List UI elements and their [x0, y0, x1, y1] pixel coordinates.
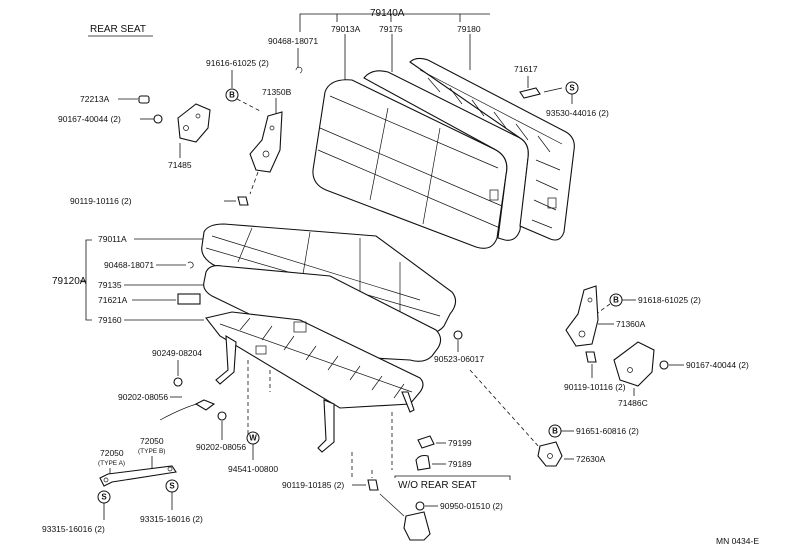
washer-a	[194, 399, 216, 411]
footer-code: MN 0434-E	[716, 536, 759, 546]
label-71360A: 71360A	[616, 319, 646, 329]
label-90523-06017: 90523-06017	[434, 354, 484, 364]
label-90119-10116-left: 90119-10116 (2)	[70, 196, 132, 206]
label-90119-10185: 90119-10185 (2)	[282, 480, 344, 490]
label-72213A: 72213A	[80, 94, 110, 104]
part-79199	[417, 435, 435, 449]
marker-S-text: S	[169, 482, 175, 491]
label-79175: 79175	[379, 24, 403, 34]
label-72050-type-a: (TYPE A)	[98, 460, 125, 467]
part-79189	[415, 454, 431, 471]
hinge-71360A	[565, 285, 599, 347]
leader-line	[595, 303, 611, 315]
label-94541-00800: 94541-00800	[228, 464, 278, 474]
label-93315-16016-a: 93315-16016 (2)	[42, 524, 105, 534]
label-93315-16016-b: 93315-16016 (2)	[140, 514, 203, 524]
label-91651-60816: 91651-60816 (2)	[576, 426, 639, 436]
label-90202-08056-b: 90202-08056	[196, 442, 246, 452]
label-71486C: 71486C	[618, 398, 648, 408]
label-71617: 71617	[514, 64, 538, 74]
bolt-90167-left	[153, 114, 163, 124]
marker-S-text: S	[569, 84, 575, 93]
cover-71486C	[613, 341, 655, 387]
label-90950-01510: 90950-01510 (2)	[440, 501, 503, 511]
marker-B-text: B	[552, 427, 558, 436]
seat-back-cushion	[312, 79, 508, 249]
part-icon	[103, 477, 109, 483]
part-71621A	[177, 293, 201, 305]
label-79120A: 79120A	[52, 276, 87, 287]
seat-back-board	[363, 70, 529, 241]
label-90119-10116-right: 90119-10116 (2)	[564, 382, 626, 392]
wo-rear-seat-bracket	[394, 475, 511, 480]
label-72050-a: 72050	[100, 448, 124, 458]
clip-icon	[295, 66, 303, 74]
leader-79140A	[299, 13, 490, 20]
leader-line	[249, 171, 259, 195]
seat-back-frame	[409, 57, 575, 241]
label-90468-18071-mid: 90468-18071	[104, 260, 154, 270]
bracket-wo-seat	[403, 511, 431, 541]
label-90167-40044-right: 90167-40044 (2)	[686, 360, 749, 370]
label-wo-rear-seat: W/O REAR SEAT	[398, 480, 477, 491]
leader-line	[351, 452, 373, 480]
marker-S-text: S	[101, 493, 107, 502]
leader-line	[543, 87, 563, 93]
label-79189: 79189	[448, 459, 472, 469]
label-90468-18071-top: 90468-18071	[268, 36, 318, 46]
nut-90523	[453, 330, 463, 340]
bolt-90119-left	[237, 196, 249, 206]
marker-B-left	[225, 88, 239, 102]
label-71621A: 71621A	[98, 295, 128, 305]
leader-line	[236, 98, 263, 113]
bracket-72630A	[537, 441, 563, 467]
leader-line	[469, 369, 541, 449]
seat-cushion-pad	[203, 265, 442, 362]
label-79011A: 79011A	[98, 234, 127, 244]
label-79180: 79180	[457, 24, 481, 34]
header-title: REAR SEAT	[90, 24, 146, 35]
clip-icon-mid	[187, 261, 194, 269]
bolt-90167-right	[659, 360, 669, 370]
bolt-90119-10185	[367, 479, 379, 491]
label-71485: 71485	[168, 160, 192, 170]
label-71350B: 71350B	[262, 87, 292, 97]
label-79199: 79199	[448, 438, 472, 448]
cover-71485	[177, 103, 211, 143]
label-90202-08056-a: 90202-08056	[118, 392, 168, 402]
label-91616-61025-left: 91616-61025 (2)	[206, 58, 269, 68]
leader-line	[379, 493, 405, 517]
washer-b	[217, 411, 227, 421]
strap-72050	[99, 465, 177, 487]
label-72630A: 72630A	[576, 454, 606, 464]
label-79140A: 79140A	[370, 8, 405, 19]
marker-B-text: B	[229, 91, 235, 100]
part-icon	[167, 466, 173, 472]
bolt-90950	[415, 501, 425, 511]
marker-W-text: W	[249, 434, 257, 443]
bolt-90249	[173, 377, 183, 387]
label-72050-type-b: (TYPE B)	[138, 448, 165, 455]
label-79135: 79135	[98, 280, 122, 290]
label-79160: 79160	[98, 315, 122, 325]
label-72050-b: 72050	[140, 436, 164, 446]
bolt-90119-right	[585, 351, 597, 363]
label-90249-08204: 90249-08204	[152, 348, 202, 358]
marker-B-text: B	[613, 296, 619, 305]
label-79013A: 79013A	[331, 24, 361, 34]
part-72213A	[138, 95, 150, 104]
hinge-71350B	[249, 111, 283, 173]
label-93530-44016: 93530-44016 (2)	[546, 108, 609, 118]
label-91618-61025-right: 91618-61025 (2)	[638, 295, 701, 305]
label-90167-40044-left: 90167-40044 (2)	[58, 114, 121, 124]
seat-frame	[205, 311, 424, 453]
part-71617	[519, 87, 541, 99]
bracket-79120A	[85, 239, 92, 321]
